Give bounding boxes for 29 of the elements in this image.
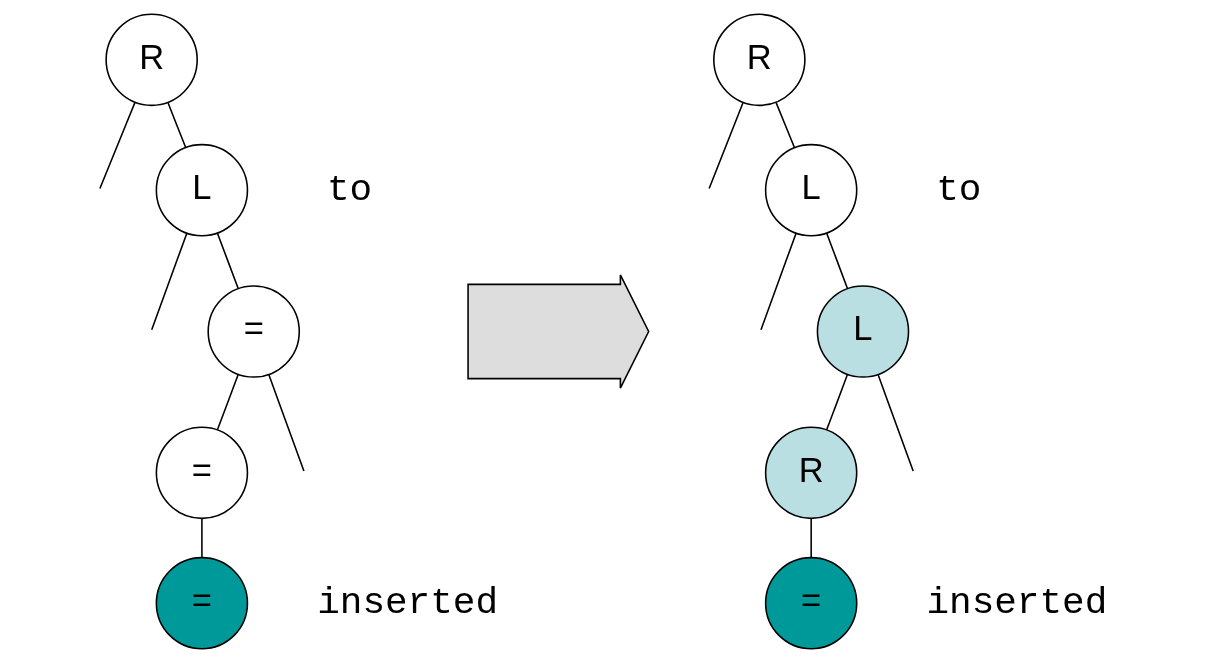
node-arrow	[466, 274, 650, 389]
node-circle: =	[155, 556, 248, 650]
node-circle: L	[764, 143, 857, 237]
node-circle: R	[764, 426, 857, 520]
connector	[267, 373, 305, 472]
connector	[825, 232, 848, 290]
connector	[216, 373, 239, 431]
node-circle: =	[764, 556, 857, 650]
node-circle: L	[155, 143, 248, 237]
node-circle: R	[712, 13, 806, 107]
connector	[166, 102, 186, 149]
connector	[774, 101, 795, 149]
node-label: to	[935, 168, 981, 211]
connector	[759, 232, 797, 331]
node-label: inserted	[925, 581, 1107, 624]
node-circle: =	[206, 285, 300, 378]
node-circle: R	[104, 13, 198, 107]
connector	[200, 518, 203, 559]
connector	[98, 101, 136, 190]
node-circle: L	[816, 285, 909, 378]
node-label: to	[326, 168, 372, 211]
connector	[825, 373, 848, 431]
node-circle: =	[155, 426, 248, 520]
connector	[216, 232, 239, 290]
connector	[809, 518, 812, 559]
node-label: inserted	[316, 581, 498, 624]
connector	[876, 373, 914, 472]
connector	[150, 232, 188, 331]
connector	[707, 102, 744, 190]
